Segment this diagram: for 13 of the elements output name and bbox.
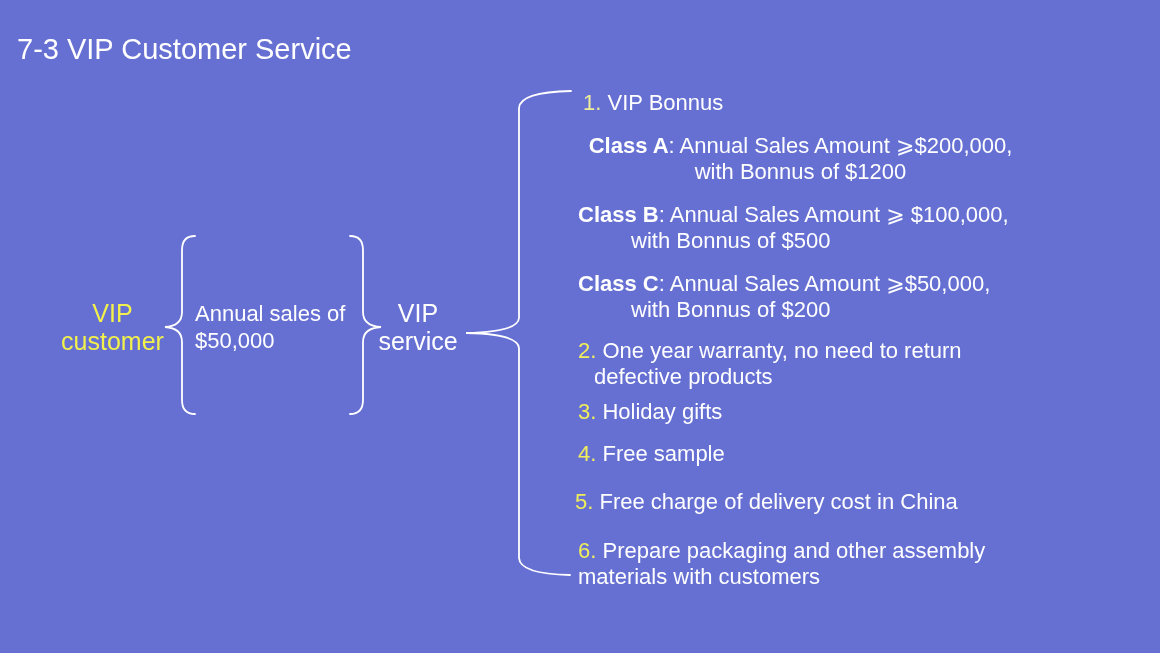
class-criteria-text: Class B: Annual Sales Amount ⩾ $100,000, with Bonnus of $500 — [578, 202, 1010, 254]
list-item: 2. One year warranty, no need to return defective products — [578, 338, 963, 390]
service-label: VIP service — [377, 299, 459, 355]
list-item: 6. Prepare packaging and other assembly materials with customers — [578, 538, 987, 590]
class-criteria-text: Class A: Annual Sales Amount ⩾$200,000, with Bonnus of $1200 — [587, 133, 1014, 185]
list-item: 1. VIP Bonnus — [583, 90, 725, 116]
list-item: 5. Free charge of delivery cost in China — [575, 489, 959, 515]
class-criteria-text: Class C: Annual Sales Amount ⩾$50,000, with Bonnus of $200 — [578, 271, 992, 323]
criteria-text: Annual sales of $50,000 — [195, 300, 347, 354]
list-item: 4. Free sample — [578, 441, 726, 467]
customer-type-label: VIP customer — [60, 299, 165, 355]
list-item: 3. Holiday gifts — [578, 399, 724, 425]
slide-title: 7-3 VIP Customer Service — [17, 32, 352, 66]
